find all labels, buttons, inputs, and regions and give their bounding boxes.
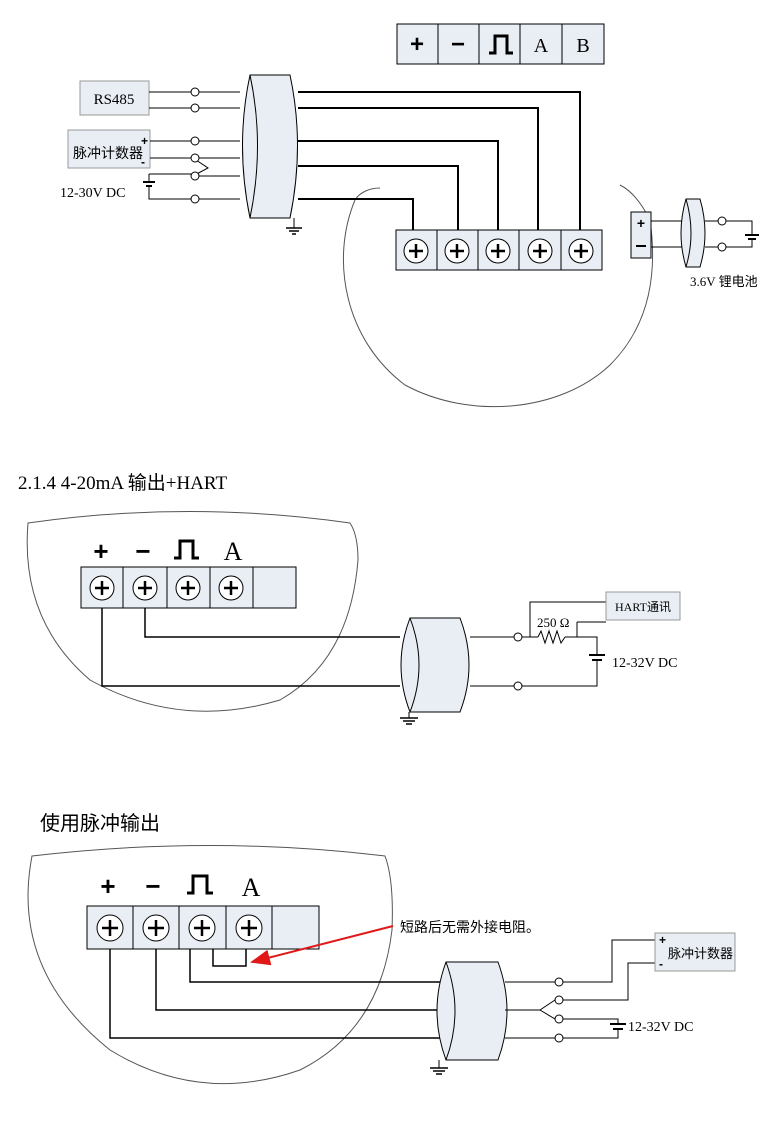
header-a: A xyxy=(242,873,261,902)
header-plus: + xyxy=(100,871,115,901)
resistor-icon xyxy=(537,629,566,645)
header-plus: + xyxy=(93,536,108,566)
annotation-text: 短路后无需外接电阻。 xyxy=(400,919,540,936)
housing-outline xyxy=(26,511,359,712)
rs485-label: RS485 xyxy=(94,92,135,108)
pulse-counter-label: 脉冲计数器 xyxy=(73,146,143,162)
pulse-icon xyxy=(489,34,513,55)
svg-text:+: + xyxy=(659,933,666,947)
header-terminal-strip: + − A B xyxy=(396,23,605,65)
header-a: A xyxy=(534,35,549,57)
supply-label: 12-30V DC xyxy=(60,186,125,201)
terminal-block-3 xyxy=(86,905,320,950)
pulse-counter-label: 脉冲计数器 xyxy=(668,947,733,962)
hart-box xyxy=(605,591,681,621)
svg-text:+: + xyxy=(637,215,645,231)
diagram-pulse-output: + − A 短路后无需外接电阻。 xyxy=(27,845,736,1085)
section-title-pulse: 使用脉冲输出 xyxy=(40,811,160,835)
svg-text:+: + xyxy=(141,134,148,148)
pulse-icon xyxy=(174,539,199,560)
svg-text:-: - xyxy=(141,155,145,169)
housing-outline xyxy=(27,845,393,1085)
cable-gland xyxy=(436,961,508,1061)
pulse-counter-box xyxy=(654,932,736,972)
battery-label: 3.6V 锂电池 xyxy=(690,274,758,289)
ground-icon xyxy=(430,1060,448,1075)
header-minus: − xyxy=(135,536,150,566)
ground-icon xyxy=(400,712,418,725)
supply-label: 12-32V DC xyxy=(628,1020,693,1035)
cable-gland xyxy=(242,74,298,219)
pulse-icon xyxy=(187,874,213,895)
header-minus: − xyxy=(145,871,160,901)
terminal-block-2 xyxy=(80,566,297,609)
supply-label: 12-32V DC xyxy=(612,656,677,671)
terminal-block-1 xyxy=(395,229,603,271)
header-b: B xyxy=(576,35,589,57)
resistor-label: 250 Ω xyxy=(537,615,569,630)
annotation-arrow xyxy=(250,925,394,966)
header-minus: − xyxy=(451,31,465,58)
diagram-4-20ma-hart: + − A xyxy=(26,511,681,725)
battery-connector: + xyxy=(630,198,759,268)
ground-icon xyxy=(286,218,302,235)
diagram-rs485-pulse: + − A B RS485 脉冲计数器 + - 12-30V DC xyxy=(60,23,759,408)
section-title-hart: 2.1.4 4-20mA 输出+HART xyxy=(18,472,227,494)
cable-gland xyxy=(400,617,470,713)
header-a: A xyxy=(224,537,243,566)
hart-label: HART通讯 xyxy=(615,600,671,614)
rs485-box xyxy=(79,80,150,116)
svg-text:-: - xyxy=(659,957,663,971)
pulse-counter-box xyxy=(67,129,151,169)
jumper-wire xyxy=(212,949,247,967)
header-plus: + xyxy=(410,31,424,58)
